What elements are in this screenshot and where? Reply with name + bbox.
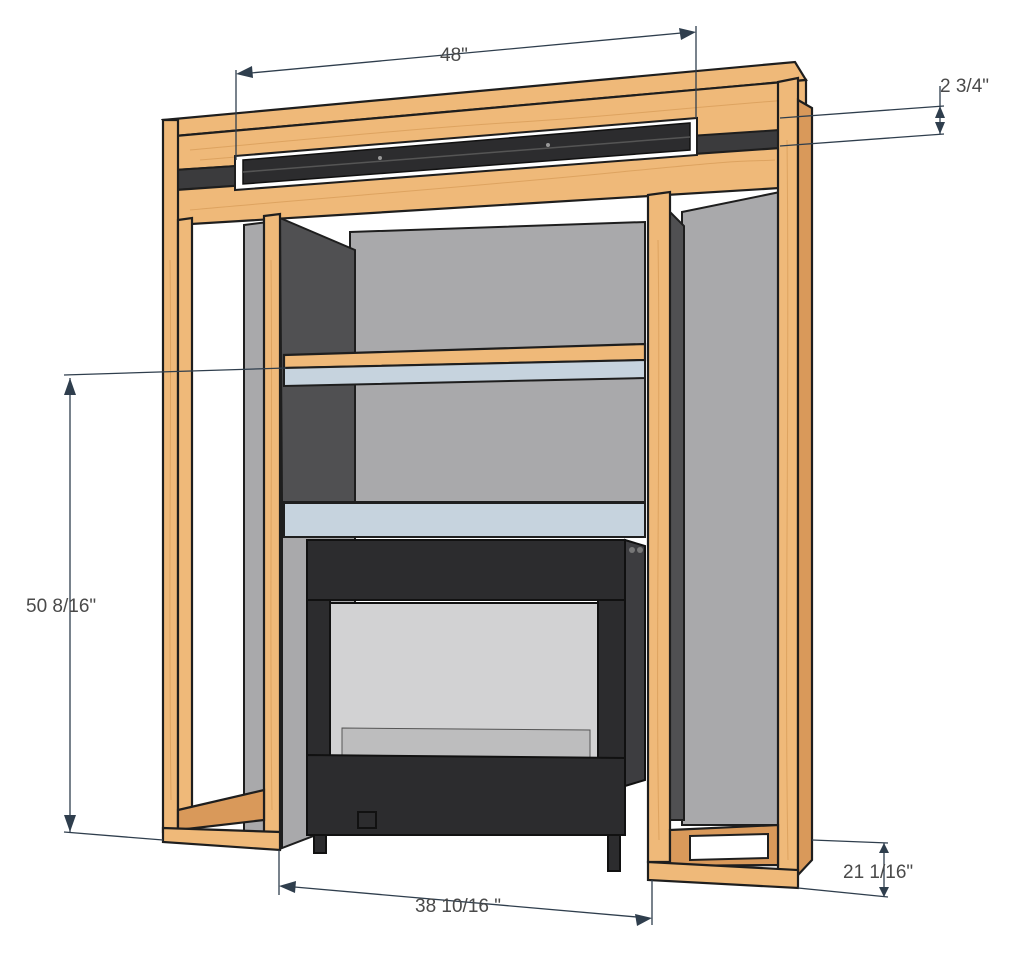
left-inner-post <box>262 212 282 836</box>
vent-grille <box>234 116 698 192</box>
dimension-width-bottom: 38 10/16 " <box>278 850 653 926</box>
right-inner-post <box>646 190 672 864</box>
label-height-left: 50 8/16" <box>26 596 96 617</box>
label-base-height: 21 1/16" <box>843 862 913 883</box>
label-width-top: 48" <box>440 45 468 66</box>
left-base-frame <box>161 788 282 852</box>
upper-shelf <box>282 342 647 388</box>
right-side-panel <box>669 209 685 821</box>
dimension-base-height: 21 1/16" <box>797 839 913 898</box>
fireplace-insert <box>306 538 646 872</box>
dimension-height-left: 50 8/16" <box>26 367 287 841</box>
label-vent-height: 2 3/4" <box>940 76 989 97</box>
right-base-frame <box>646 823 800 890</box>
label-width-bottom: 38 10/16 " <box>415 896 501 917</box>
dimension-vent-height: 2 3/4" <box>779 76 989 147</box>
hearth-shelf <box>283 502 646 538</box>
right-outer-post <box>776 76 814 878</box>
left-outer-post <box>161 118 194 834</box>
dimension-width-top: 48" <box>235 26 697 160</box>
